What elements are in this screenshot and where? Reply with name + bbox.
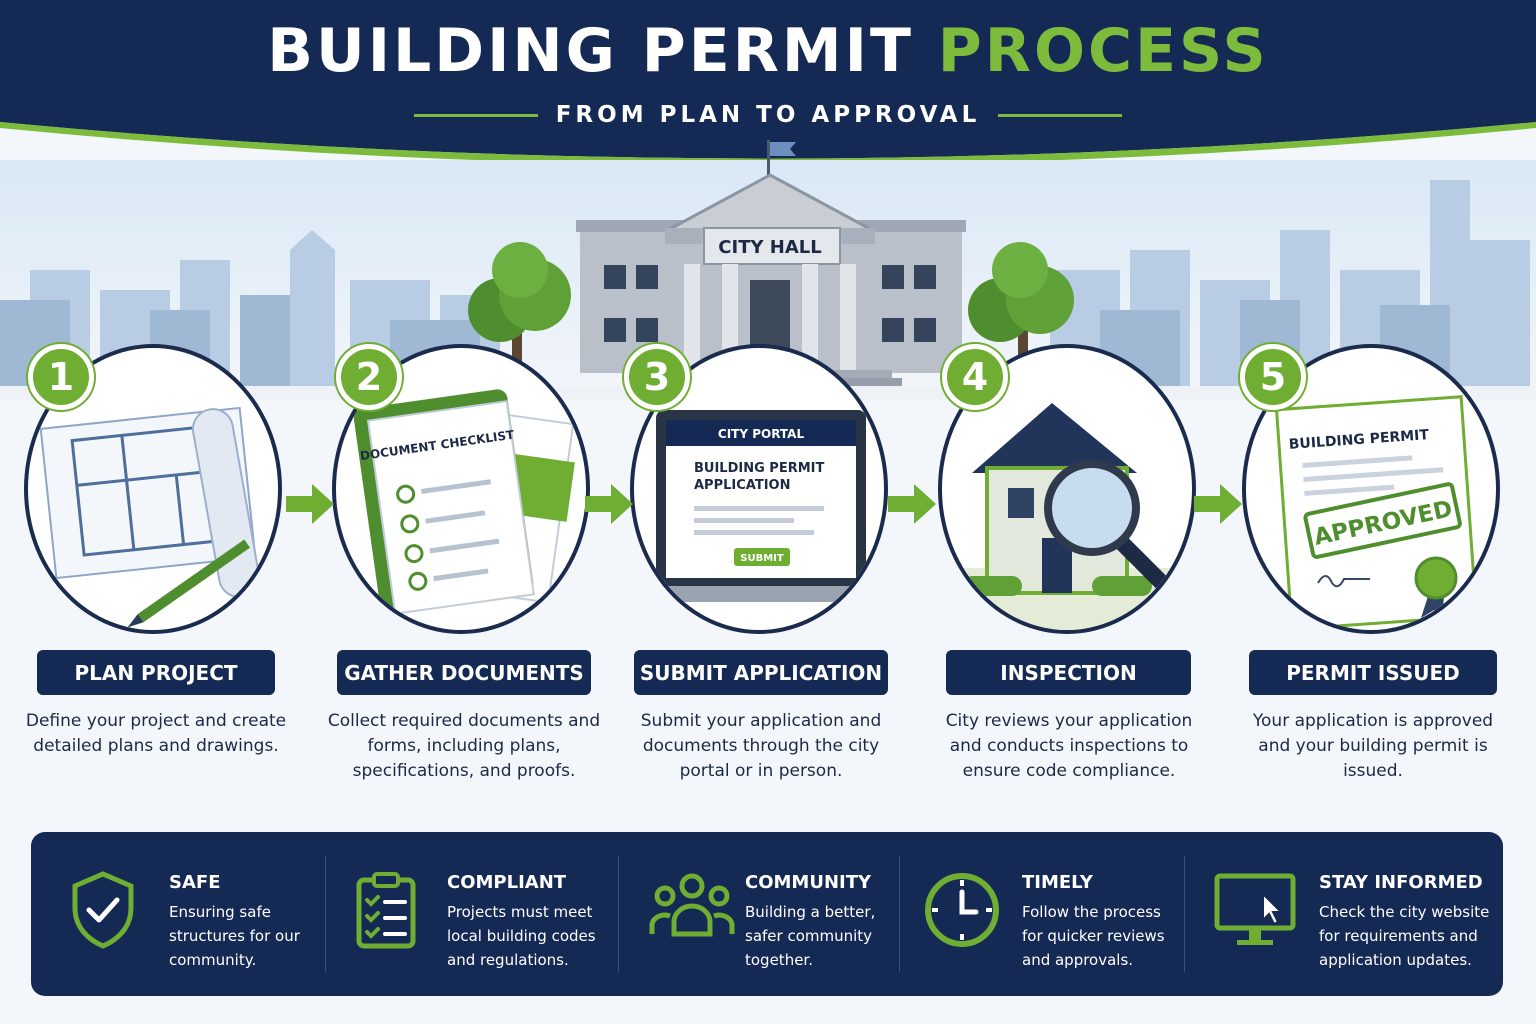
tree-left xyxy=(468,242,571,390)
portal-submit-button xyxy=(734,548,790,566)
clock-icon xyxy=(925,873,999,947)
subtitle-row: FROM PLAN TO APPROVAL xyxy=(0,98,1536,132)
city-hall-sign: CITY HALL xyxy=(718,237,821,258)
shield-check-icon xyxy=(72,871,134,949)
header-banner: BUILDING PERMIT PROCESS FROM PLAN TO APP… xyxy=(0,0,1536,170)
arrow-step-3-to-4 xyxy=(888,484,936,524)
benefit-community-title: COMMUNITY xyxy=(745,872,872,893)
step-3-description: Submit your application and documents th… xyxy=(640,711,882,781)
benefit-timely-title: TIMELY xyxy=(1022,872,1093,893)
step-4-label: INSPECTION xyxy=(946,650,1191,695)
benefit-divider xyxy=(1184,856,1185,972)
benefit-safe: SAFE Ensuring safe structures for our co… xyxy=(31,832,326,996)
arrow-step-4-to-5 xyxy=(1194,484,1242,524)
step-3-label: SUBMIT APPLICATION xyxy=(634,650,888,695)
step-2-illustration: DOCUMENT CHECKLIST xyxy=(332,344,590,634)
benefit-stay-informed: STAY INFORMED Check the city website for… xyxy=(1185,832,1503,996)
clipboard-checklist-icon xyxy=(356,872,416,949)
blueprint-icon xyxy=(39,406,261,628)
document-checklist-icon: DOCUMENT CHECKLIST xyxy=(353,389,575,615)
step-1-number: 1 xyxy=(28,344,94,410)
permit-certificate-icon: BUILDING PERMIT APPROVED xyxy=(1274,395,1479,630)
benefit-timely-text: Follow the process for quicker reviews a… xyxy=(1022,903,1165,969)
page-title: BUILDING PERMIT PROCESS xyxy=(0,16,1536,86)
title-accent: PROCESS xyxy=(937,16,1269,86)
step-3-number: 3 xyxy=(624,344,690,410)
step-2-number: 2 xyxy=(336,344,402,410)
title-main: BUILDING PERMIT xyxy=(267,16,914,86)
subtitle-line-right xyxy=(998,113,1123,117)
portal-title: CITY PORTAL xyxy=(718,427,805,441)
benefit-community-text: Building a better, safer community toget… xyxy=(745,903,876,969)
step-3-illustration: CITY PORTAL BUILDING PERMIT APPLICATION … xyxy=(630,344,888,634)
step-5-description: Your application is approved and your bu… xyxy=(1252,711,1494,781)
benefit-divider xyxy=(618,856,619,972)
laptop-portal-icon: CITY PORTAL BUILDING PERMIT APPLICATION … xyxy=(634,410,884,602)
benefit-stay-informed-title: STAY INFORMED xyxy=(1319,872,1483,893)
benefit-compliant-text: Projects must meet local building codes … xyxy=(447,903,596,969)
benefit-timely: TIMELY Follow the process for quicker re… xyxy=(900,832,1184,996)
step-5-label: PERMIT ISSUED xyxy=(1249,650,1497,695)
subtitle-line-left xyxy=(413,113,538,117)
arrow-step-2-to-3 xyxy=(585,484,633,524)
monitor-cursor-icon xyxy=(1214,873,1296,945)
benefit-divider xyxy=(899,856,900,972)
tree-right xyxy=(968,242,1074,390)
step-2-description: Collect required documents and forms, in… xyxy=(327,711,601,781)
benefit-stay-informed-text: Check the city website for requirements … xyxy=(1319,903,1490,969)
step-1-description: Define your project and create detailed … xyxy=(25,711,287,756)
benefit-safe-title: SAFE xyxy=(169,872,221,893)
page-subtitle: FROM PLAN TO APPROVAL xyxy=(555,102,981,128)
people-group-icon xyxy=(649,873,735,937)
benefit-compliant: COMPLIANT Projects must meet local build… xyxy=(326,832,619,996)
step-4-illustration xyxy=(938,344,1196,634)
portal-submit-label: SUBMIT xyxy=(740,553,784,564)
benefit-divider xyxy=(325,856,326,972)
form-title-line1: BUILDING PERMIT xyxy=(694,461,824,476)
form-title-line2: APPLICATION xyxy=(694,478,790,493)
benefit-community: COMMUNITY Building a better, safer commu… xyxy=(619,832,899,996)
step-4-number: 4 xyxy=(942,344,1008,410)
header-background xyxy=(0,0,1536,166)
step-2-label: GATHER DOCUMENTS xyxy=(337,650,591,695)
arrow-step-1-to-2 xyxy=(286,484,334,524)
step-1-label: PLAN PROJECT xyxy=(37,650,275,695)
step-4-description: City reviews your application and conduc… xyxy=(945,711,1193,781)
house-inspection-icon xyxy=(942,403,1192,630)
step-1-illustration xyxy=(24,344,282,634)
benefit-safe-text: Ensuring safe structures for our communi… xyxy=(169,903,300,969)
benefits-panel: SAFE Ensuring safe structures for our co… xyxy=(31,832,1503,996)
step-5-number: 5 xyxy=(1240,344,1306,410)
benefit-compliant-title: COMPLIANT xyxy=(447,872,567,893)
